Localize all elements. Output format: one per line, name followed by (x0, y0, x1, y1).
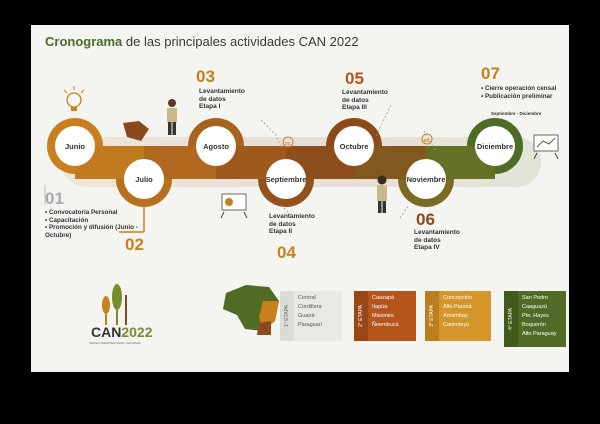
census-worker-female-icon (377, 175, 387, 213)
month-octubre: Octubre (339, 142, 369, 151)
month-julio: Julio (135, 175, 153, 184)
can-logo-text: CAN2022 (91, 324, 153, 340)
activities-01: Convocatoria Personal Capacitación Promo… (45, 209, 155, 239)
slide: Cronograma de las principales actividade… (31, 25, 569, 372)
month-junio: Junio (65, 142, 85, 151)
month-noviembre: Noviembre (406, 175, 446, 184)
step-02: 02 (125, 235, 144, 254)
step-05: 05 (345, 69, 364, 88)
month-agosto: Agosto (203, 142, 229, 151)
month-septiembre: Septiembre (265, 175, 307, 184)
month-diciembre: Diciembre (476, 142, 514, 151)
chart-board-icon-1 (220, 193, 248, 219)
period-07: Septiembre - Diciembre (491, 111, 542, 116)
activity-item: Promoción y difusión (Junio - Octubre) (45, 224, 155, 239)
activity-item: Capacitación (45, 217, 155, 225)
timeline-graphic (44, 86, 559, 335)
activity-item: Cierre operación censal (481, 85, 569, 93)
paraguay-map-icon (223, 285, 279, 335)
step-01: 01 (45, 189, 64, 208)
step-04: 04 (277, 243, 296, 262)
step-07: 07 (481, 64, 500, 83)
can-logo-subtitle: CENSO AGROPECUARIO NACIONAL (89, 341, 142, 345)
page-title: Cronograma de las principales actividade… (45, 34, 359, 49)
location-pin-icon-1 (282, 136, 294, 148)
pin-label-2: 02 (424, 138, 430, 143)
census-worker-male-icon (167, 99, 177, 135)
month-circles (47, 118, 523, 207)
lightbulb-icon (63, 86, 85, 111)
chart-board-icon-2 (533, 134, 559, 160)
paraguay-map-fragment-icon (123, 121, 149, 141)
step-06: 06 (416, 210, 435, 229)
location-pin-icon-2 (421, 133, 433, 145)
activity-item: Publicación preliminar (481, 93, 569, 101)
can-logo-icon (102, 284, 127, 325)
step-03: 03 (196, 67, 215, 86)
activity-item: Convocatoria Personal (45, 209, 155, 217)
activities-07: Cierre operación censal Publicación prel… (481, 85, 569, 100)
pin-label-1: 01 (285, 141, 291, 146)
